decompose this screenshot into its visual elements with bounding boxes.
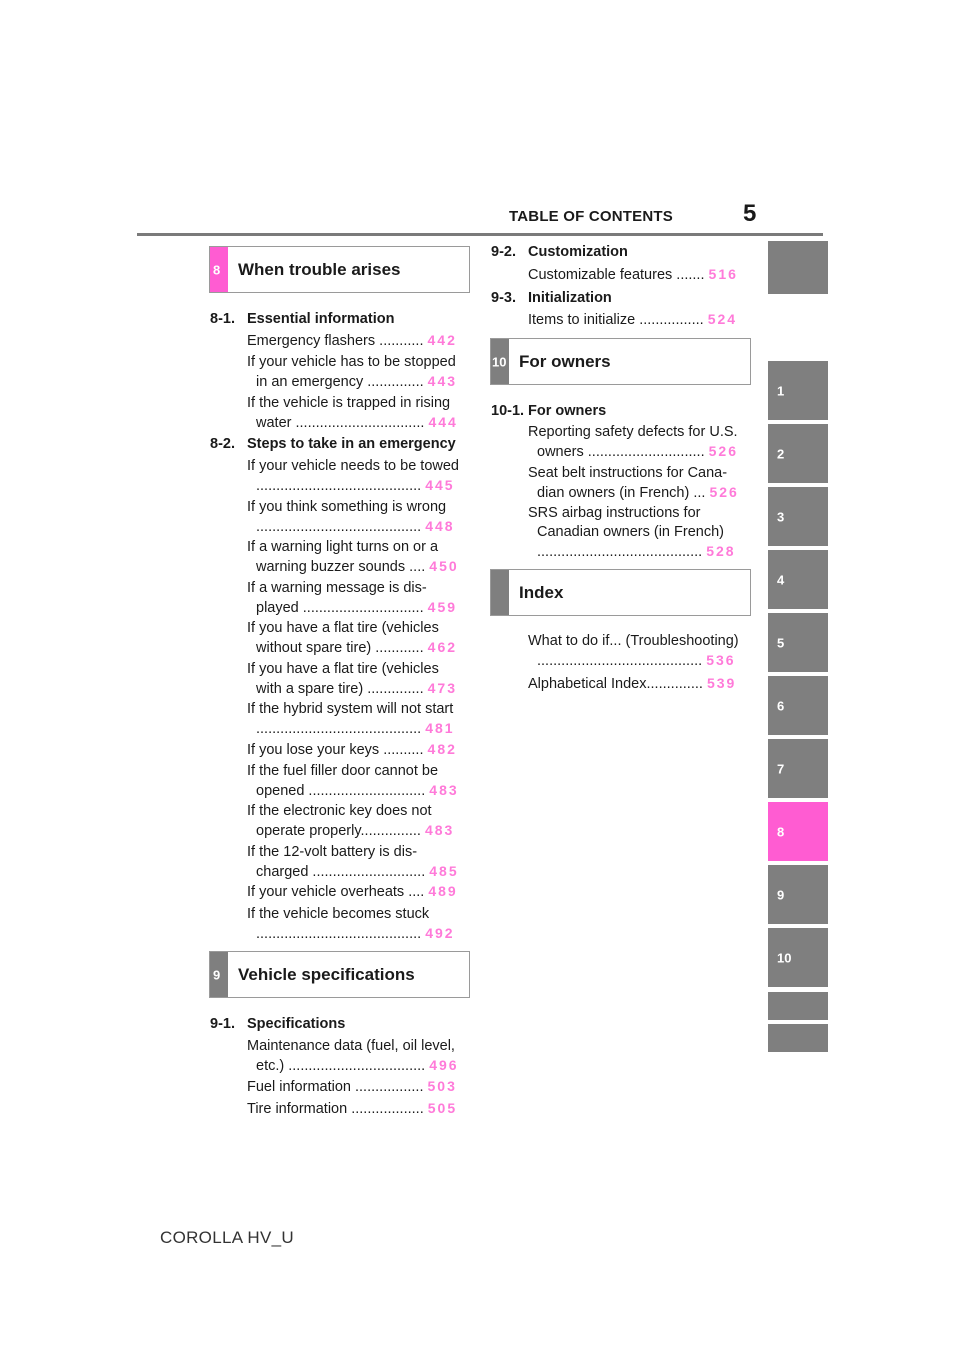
toc-entry-line[interactable]: If the vehicle becomes stuck	[247, 906, 430, 922]
toc-entry[interactable]: warning buzzer sounds .... 450	[256, 558, 459, 575]
toc-entry[interactable]: with a spare tire) .............. 473	[256, 680, 457, 697]
chapter-tab-3[interactable]: 3	[768, 487, 828, 546]
toc-entry[interactable]: opened ............................. 483	[256, 782, 459, 799]
section-number: 8	[210, 247, 228, 292]
section-number	[491, 570, 509, 615]
toc-heading-9-3: 9-3.Initialization	[491, 290, 612, 306]
section-index-header: Index	[490, 569, 751, 616]
toc-entry[interactable]: charged ............................ 485	[256, 863, 459, 880]
page-number: 5	[743, 200, 757, 227]
chapter-tab-blank-b[interactable]	[768, 1024, 828, 1052]
toc-entry[interactable]: operate properly............... 483	[256, 822, 455, 839]
header-divider	[137, 233, 823, 236]
section-9-header: 9 Vehicle specifications	[209, 951, 470, 998]
toc-entry[interactable]: If you lose your keys .......... 482	[247, 741, 457, 758]
toc-heading-9-1: 9-1.Specifications	[210, 1016, 346, 1032]
section-title: When trouble arises	[238, 259, 401, 279]
chapter-tab-4[interactable]: 4	[768, 550, 828, 609]
toc-heading-8-1: 8-1.Essential information	[210, 311, 395, 327]
chapter-tab-7[interactable]: 7	[768, 739, 828, 798]
toc-entry[interactable]: Customizable features ....... 516	[528, 266, 738, 283]
toc-entry-line[interactable]: If a warning light turns on or a	[247, 539, 439, 555]
toc-entry[interactable]: Emergency flashers ........... 442	[247, 332, 457, 349]
toc-entry-line[interactable]: If the electronic key does not	[247, 803, 432, 819]
section-title: Index	[519, 582, 564, 602]
chapter-tab-5[interactable]: 5	[768, 613, 828, 672]
toc-entry-line[interactable]: If the hybrid system will not start	[247, 701, 454, 717]
toc-entry-line[interactable]: Canadian owners (in French)	[537, 524, 724, 540]
toc-entry[interactable]: played .............................. 45…	[256, 599, 458, 616]
toc-heading-8-2: 8-2.Steps to take in an emergency	[210, 436, 456, 452]
header-title: TABLE OF CONTENTS	[509, 208, 673, 225]
toc-entry[interactable]: ........................................…	[537, 543, 736, 560]
toc-entry[interactable]: water ................................ 4…	[256, 414, 458, 431]
chapter-tab-6[interactable]: 6	[768, 676, 828, 735]
toc-entry-line[interactable]: If you have a flat tire (vehicles	[247, 661, 439, 677]
toc-heading-9-2: 9-2.Customization	[491, 244, 628, 260]
toc-entry[interactable]: Alphabetical Index.............. 539	[528, 675, 737, 692]
toc-entry[interactable]: without spare tire) ............ 462	[256, 639, 458, 656]
toc-entry[interactable]: ........................................…	[256, 518, 455, 535]
toc-entry-line[interactable]: Maintenance data (fuel, oil level,	[247, 1038, 455, 1054]
toc-heading-10-1: 10-1.For owners	[491, 403, 607, 419]
toc-entry[interactable]: Fuel information ................. 503	[247, 1078, 457, 1095]
section-title: Vehicle specifications	[238, 964, 415, 984]
toc-entry-line[interactable]: Reporting safety defects for U.S.	[528, 424, 738, 440]
chapter-tab-9[interactable]: 9	[768, 865, 828, 924]
section-number: 9	[210, 952, 228, 997]
toc-entry-line[interactable]: Seat belt instructions for Cana-	[528, 465, 728, 481]
toc-entry-line[interactable]: If your vehicle needs to be towed	[247, 458, 459, 474]
toc-entry[interactable]: etc.) ..................................…	[256, 1057, 459, 1074]
toc-entry[interactable]: Tire information .................. 505	[247, 1100, 458, 1117]
toc-entry-line[interactable]: What to do if... (Troubleshooting)	[528, 633, 739, 649]
chapter-tab-1[interactable]: 1	[768, 361, 828, 420]
section-title: For owners	[519, 351, 611, 371]
footer-model: COROLLA HV_U	[160, 1228, 294, 1247]
toc-entry-line[interactable]: If you have a flat tire (vehicles	[247, 620, 439, 636]
section-8-header: 8 When trouble arises	[209, 246, 470, 293]
toc-entry[interactable]: in an emergency .............. 443	[256, 373, 458, 390]
toc-entry[interactable]: If your vehicle overheats .... 489	[247, 883, 458, 900]
toc-entry[interactable]: dian owners (in French) ... 526	[537, 484, 739, 501]
toc-entry[interactable]: Items to initialize ................ 524	[528, 311, 738, 328]
toc-entry-line[interactable]: If you think something is wrong	[247, 499, 447, 515]
toc-entry-line[interactable]: If your vehicle has to be stopped	[247, 354, 456, 370]
toc-entry[interactable]: owners ............................. 526	[537, 443, 738, 460]
toc-entry-line[interactable]: If the vehicle is trapped in rising	[247, 395, 451, 411]
toc-entry-line[interactable]: If the 12-volt battery is dis-	[247, 844, 418, 860]
toc-entry[interactable]: ........................................…	[256, 925, 455, 942]
chapter-tab-blank-top[interactable]	[768, 241, 828, 294]
toc-entry-line[interactable]: If the fuel filler door cannot be	[247, 763, 439, 779]
chapter-tab-8[interactable]: 8	[768, 802, 828, 861]
chapter-tab-10[interactable]: 10	[768, 928, 828, 987]
toc-entry[interactable]: ........................................…	[537, 652, 736, 669]
section-number: 10	[491, 339, 509, 384]
section-10-header: 10 For owners	[490, 338, 751, 385]
toc-entry[interactable]: ........................................…	[256, 720, 455, 737]
chapter-tab-2[interactable]: 2	[768, 424, 828, 483]
toc-entry-line[interactable]: SRS airbag instructions for	[528, 505, 701, 521]
toc-entry-line[interactable]: If a warning message is dis-	[247, 580, 427, 596]
chapter-tab-blank-a[interactable]	[768, 992, 828, 1020]
toc-entry[interactable]: ........................................…	[256, 477, 455, 494]
